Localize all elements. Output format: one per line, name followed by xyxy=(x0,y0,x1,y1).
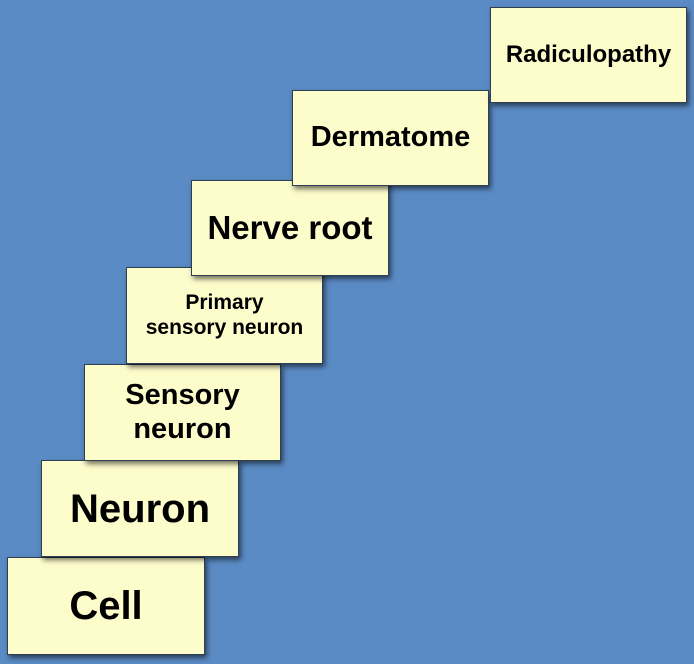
step-label: Cell xyxy=(69,583,142,629)
step-label: Primary sensory neuron xyxy=(146,291,304,339)
step-label: Radiculopathy xyxy=(506,41,671,69)
step-label-line: Sensory xyxy=(125,379,240,412)
step-label-line: neuron xyxy=(133,412,232,445)
step-radiculopathy: Radiculopathy xyxy=(490,7,687,103)
step-label: Neuron xyxy=(70,486,210,532)
step-label-line: sensory neuron xyxy=(145,315,304,339)
step-neuron: Neuron xyxy=(41,460,239,557)
step-label: Sensory neuron xyxy=(125,379,239,446)
step-sensory-neuron: Sensory neuron xyxy=(84,364,281,461)
step-cell: Cell xyxy=(7,557,205,655)
step-dermatome: Dermatome xyxy=(292,90,489,186)
step-label: Nerve root xyxy=(207,209,372,247)
step-label-line: Dermatome xyxy=(310,121,471,154)
step-label-line: Radiculopathy xyxy=(505,41,672,69)
step-label-line: Nerve root xyxy=(207,209,373,247)
step-label-line: Cell xyxy=(69,584,143,628)
step-label-line: Primary xyxy=(185,291,264,315)
step-nerve-root: Nerve root xyxy=(191,180,389,276)
step-primary-sensory-neuron: Primary sensory neuron xyxy=(126,267,323,364)
step-label-line: Neuron xyxy=(70,486,210,531)
step-label: Dermatome xyxy=(311,121,471,154)
